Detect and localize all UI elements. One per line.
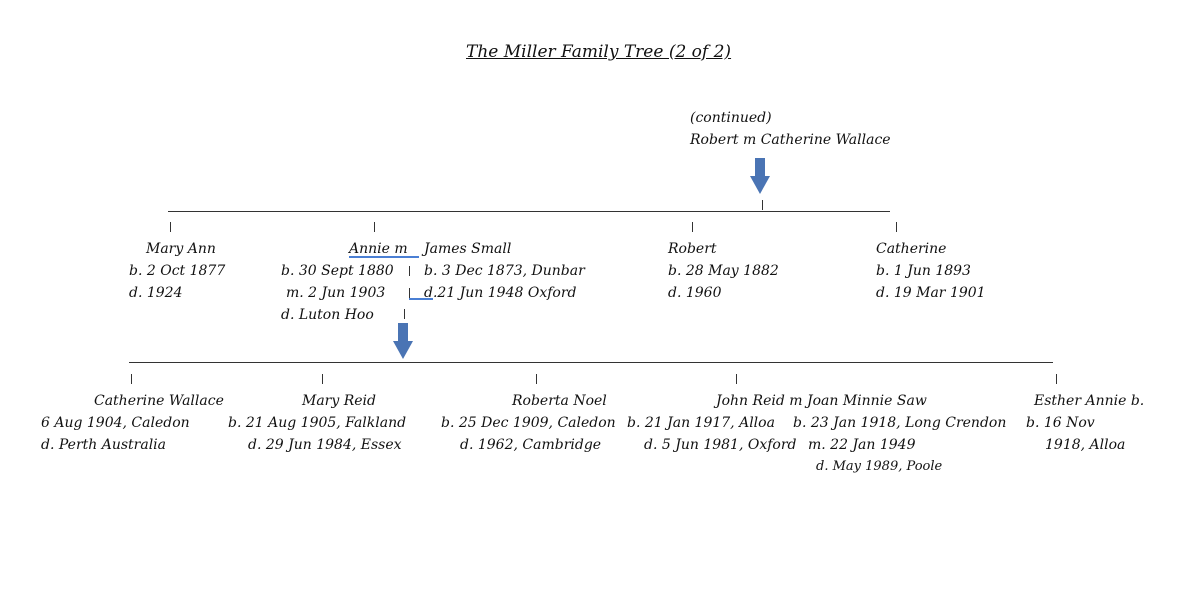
connector-tick <box>409 288 410 298</box>
down-arrow-icon <box>393 323 413 359</box>
connector-tick <box>736 374 737 384</box>
spouse-name: James Small <box>424 241 512 257</box>
person-name: Esther Annie b. <box>1034 393 1145 409</box>
gen1-line <box>168 211 890 212</box>
person-died: d. 19 Mar 1901 <box>876 285 986 301</box>
connector-tick <box>131 374 132 384</box>
person-died: d. 1924 <box>129 285 183 301</box>
person-born: b. 28 May 1882 <box>668 263 779 279</box>
person-name: Robert <box>668 241 717 257</box>
connector-tick <box>322 374 323 384</box>
connector-tick <box>170 222 171 232</box>
spouse-died: d.21 Jun 1948 Oxford <box>424 285 577 301</box>
person-died: d. Perth Australia <box>41 437 167 453</box>
connector-tick <box>409 266 410 276</box>
person-name: Mary Ann <box>146 241 216 257</box>
person-name: Roberta Noel <box>512 393 607 409</box>
person-born: b. 25 Dec 1909, Caledon <box>441 415 616 431</box>
person-died: d. 5 Jun 1981, Oxford <box>644 437 797 453</box>
down-arrow-icon <box>750 158 770 194</box>
person-married: m. 22 Jan 1949 <box>808 437 916 453</box>
connector-tick <box>692 222 693 232</box>
spell-underline <box>349 256 419 258</box>
person-born: b. 21 Aug 1905, Falkland <box>228 415 407 431</box>
person-died: d. 1962, Cambridge <box>460 437 602 453</box>
connector-tick <box>374 222 375 232</box>
person-born-cont: 1918, Alloa <box>1045 437 1126 453</box>
connector-tick <box>1056 374 1057 384</box>
person-died: d. 1960 <box>668 285 722 301</box>
person-name: Catherine <box>876 241 947 257</box>
person-married: m. 2 Jun 1903 <box>286 285 386 301</box>
spell-underline <box>409 298 433 300</box>
connector-tick <box>896 222 897 232</box>
person-name: Mary Reid <box>302 393 376 409</box>
continued-label: (continued) <box>690 110 772 126</box>
person-died: d. 29 Jun 1984, Essex <box>248 437 402 453</box>
person-born: b. 1 Jun 1893 <box>876 263 971 279</box>
connector-tick <box>404 309 405 319</box>
person-born: b. 30 Sept 1880 <box>281 263 394 279</box>
spouse-born: b. 23 Jan 1918, Long Crendon <box>793 415 1007 431</box>
person-name: John Reid m Joan Minnie Saw <box>716 393 927 409</box>
parents-label: Robert m Catherine Wallace <box>690 132 891 148</box>
person-born: b. 16 Nov <box>1026 415 1095 431</box>
person-name: Catherine Wallace <box>94 393 224 409</box>
person-born: b. 2 Oct 1877 <box>129 263 226 279</box>
gen2-line <box>129 362 1053 363</box>
person-name: Annie m <box>349 241 408 257</box>
person-died: d. Luton Hoo <box>281 307 374 323</box>
person-born: 6 Aug 1904, Caledon <box>41 415 190 431</box>
connector-tick <box>536 374 537 384</box>
page-title: The Miller Family Tree (2 of 2) <box>466 42 732 62</box>
person-born: b. 21 Jan 1917, Alloa <box>627 415 775 431</box>
connector-tick <box>762 200 763 210</box>
spouse-born: b. 3 Dec 1873, Dunbar <box>424 263 585 279</box>
spouse-died: d. May 1989, Poole <box>816 459 943 474</box>
